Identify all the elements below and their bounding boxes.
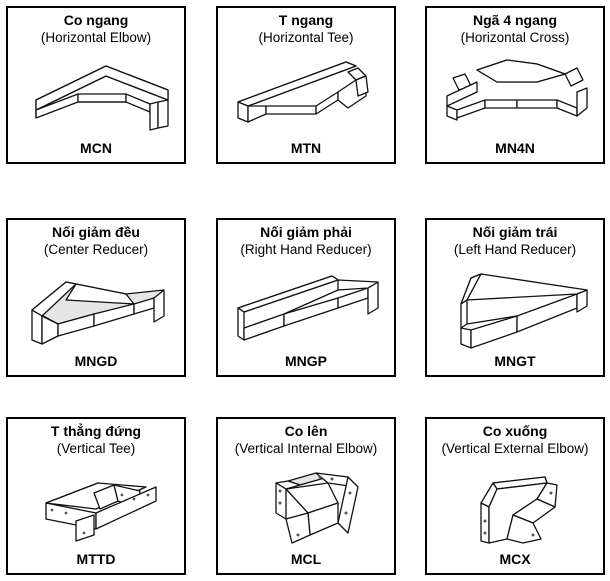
card-code: MCL [290,551,322,567]
card-code: MCN [80,140,112,156]
card-subtitle: (Vertical Tee) [56,441,136,456]
card-subtitle: (Center Reducer) [43,242,149,257]
card-title: Nối giảm phải [260,224,352,240]
card-title: T thẳng đứng [50,423,142,439]
right-hand-reducer-icon [228,264,388,356]
card-title: Nối giảm đều [52,224,140,240]
card-code: MN4N [495,140,535,156]
horizontal-elbow-icon [18,52,178,142]
card-horizontal-cross: Ngã 4 ngang (Horizontal Cross) MN4N [425,6,605,164]
card-title: Co lên [284,423,328,439]
left-hand-reducer-icon [437,264,597,356]
card-title: T ngang [278,12,334,28]
vertical-external-elbow-icon [437,463,597,553]
card-title: Ngã 4 ngang [472,12,557,28]
vertical-internal-elbow-icon [228,463,388,553]
center-reducer-icon [18,264,178,356]
card-left-hand-reducer: Nối giảm trái (Left Hand Reducer) MNGT [425,218,605,377]
horizontal-cross-icon [437,52,597,142]
card-code: MNGD [74,353,118,369]
card-subtitle: (Horizontal Cross) [460,30,570,45]
card-title: Nối giảm trái [472,224,558,240]
card-subtitle: (Right Hand Reducer) [240,242,372,257]
vertical-tee-icon [18,463,178,553]
card-horizontal-tee: T ngang (Horizontal Tee) MTN [216,6,396,164]
card-subtitle: (Horizontal Elbow) [40,30,152,45]
card-horizontal-elbow: Co ngang (Horizontal Elbow) MCN [6,6,186,164]
card-right-hand-reducer: Nối giảm phải (Right Hand Reducer) MNGP [216,218,396,377]
card-code: MNGT [494,353,536,369]
card-vertical-internal-elbow: Co lên (Vertical Internal Elbow) MCL [216,417,396,575]
card-subtitle: (Left Hand Reducer) [453,242,577,257]
card-vertical-tee: T thẳng đứng (Vertical Tee) MTTD [6,417,186,575]
card-subtitle: (Vertical Internal Elbow) [234,441,378,456]
card-code: MTN [290,140,322,156]
horizontal-tee-icon [228,52,388,142]
card-code: MNGP [285,353,327,369]
card-code: MCX [499,551,531,567]
card-vertical-external-elbow: Co xuống (Vertical External Elbow) MCX [425,417,605,575]
card-subtitle: (Horizontal Tee) [258,30,354,45]
card-title: Co ngang [63,12,129,28]
card-center-reducer: Nối giảm đều (Center Reducer) MNGD [6,218,186,377]
card-title: Co xuống [482,423,548,439]
card-code: MTTD [76,551,116,567]
card-subtitle: (Vertical External Elbow) [441,441,589,456]
